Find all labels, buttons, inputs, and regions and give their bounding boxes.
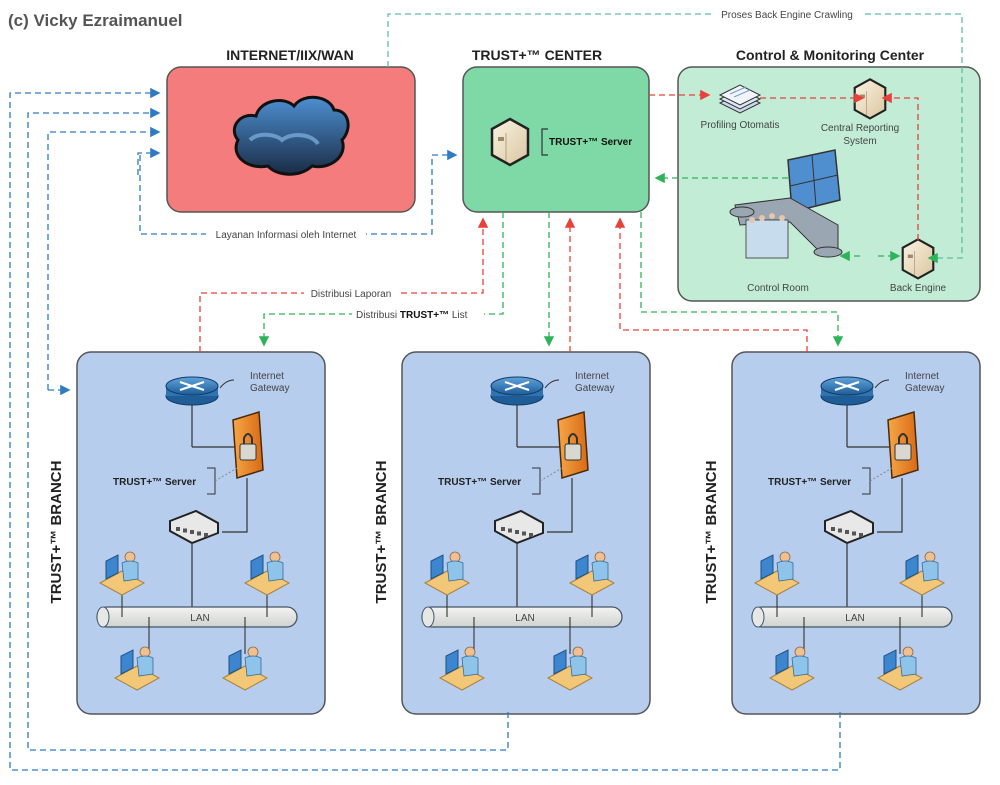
- list-distribution-prefix: Distribusi: [356, 310, 400, 321]
- gateway-label-line2: Gateway: [905, 383, 944, 394]
- center-zone-title: TRUST+™ CENTER: [472, 47, 602, 63]
- internet-zone: [166, 66, 416, 213]
- lan-label: LAN: [190, 613, 209, 624]
- control-room-icon: [729, 149, 843, 259]
- central-reporting-label-line1: Central Reporting: [821, 123, 899, 134]
- internet-service-label: Layanan Informasi oleh Internet: [216, 230, 357, 241]
- credit-text: (c) Vicky Ezraimanuel: [8, 11, 183, 30]
- server-icon: [490, 117, 530, 167]
- switch-icon: [494, 509, 544, 545]
- crawling-label: Proses Back Engine Crawling: [721, 10, 853, 21]
- router-icon: [165, 376, 219, 406]
- firewall-lock-icon: [232, 411, 264, 479]
- branch3-internet-connection: [9, 87, 841, 771]
- report-distribution-label: Distribusi Laporan: [311, 289, 392, 300]
- branch2-internet-connection: [27, 107, 509, 751]
- connection-lines: [9, 13, 963, 771]
- router-icon: [490, 376, 544, 406]
- back-engine-label: Back Engine: [890, 283, 947, 294]
- cloud-icon: [232, 95, 350, 176]
- backengine-to-reporting: [881, 92, 919, 240]
- branch3-list-connection: [640, 212, 844, 347]
- lan-bus: [96, 606, 298, 628]
- gateway-label-line2: Gateway: [250, 383, 289, 394]
- router-icon: [820, 376, 874, 406]
- center-zone: TRUST+™ Server: [462, 66, 650, 213]
- branch-server-label: TRUST+™ Server: [438, 477, 521, 488]
- lan-label: LAN: [845, 613, 864, 624]
- list-distribution-bold: TRUST+™: [400, 310, 449, 321]
- branch-title: TRUST+™ BRANCH: [703, 461, 720, 604]
- control-zone: Profiling Otomatis Central Reporting Sys…: [677, 66, 981, 302]
- firewall-lock-icon: [887, 411, 919, 479]
- lan-bus: [421, 606, 623, 628]
- control-room-label: Control Room: [747, 283, 809, 294]
- gateway-label-line1: Internet: [250, 371, 284, 382]
- central-reporting-label-line2: System: [843, 136, 876, 147]
- lan-label: LAN: [515, 613, 534, 624]
- internet-zone-title: INTERNET/IIX/WAN: [226, 47, 354, 63]
- control-zone-title: Control & Monitoring Center: [736, 47, 925, 63]
- branch1-internet-up: [47, 126, 161, 390]
- gateway-label-line2: Gateway: [575, 383, 614, 394]
- switch-icon: [169, 509, 219, 545]
- gateway-label-line1: Internet: [905, 371, 939, 382]
- branch-title: TRUST+™ BRANCH: [48, 461, 65, 604]
- branch-server-label: TRUST+™ Server: [113, 477, 196, 488]
- lan-bus: [751, 606, 953, 628]
- crawling-connection: [387, 13, 963, 264]
- back-engine-server-icon: [901, 238, 935, 280]
- central-reporting-server-icon: [853, 78, 887, 120]
- profiling-label: Profiling Otomatis: [701, 120, 780, 131]
- center-server-label: TRUST+™ Server: [549, 137, 632, 148]
- list-distribution-label: Distribusi TRUST+™ List: [356, 310, 468, 321]
- documents-icon: [718, 84, 762, 114]
- internet-loop-4: [137, 147, 161, 175]
- firewall-lock-icon: [557, 411, 589, 479]
- branch3-report-connection: [614, 217, 808, 352]
- branch-title: TRUST+™ BRANCH: [373, 461, 390, 604]
- list-distribution-suffix: List: [449, 310, 468, 321]
- switch-icon: [824, 509, 874, 545]
- internet-service-connection: [139, 149, 458, 235]
- branch-server-label: TRUST+™ Server: [768, 477, 851, 488]
- gateway-label-line1: Internet: [575, 371, 609, 382]
